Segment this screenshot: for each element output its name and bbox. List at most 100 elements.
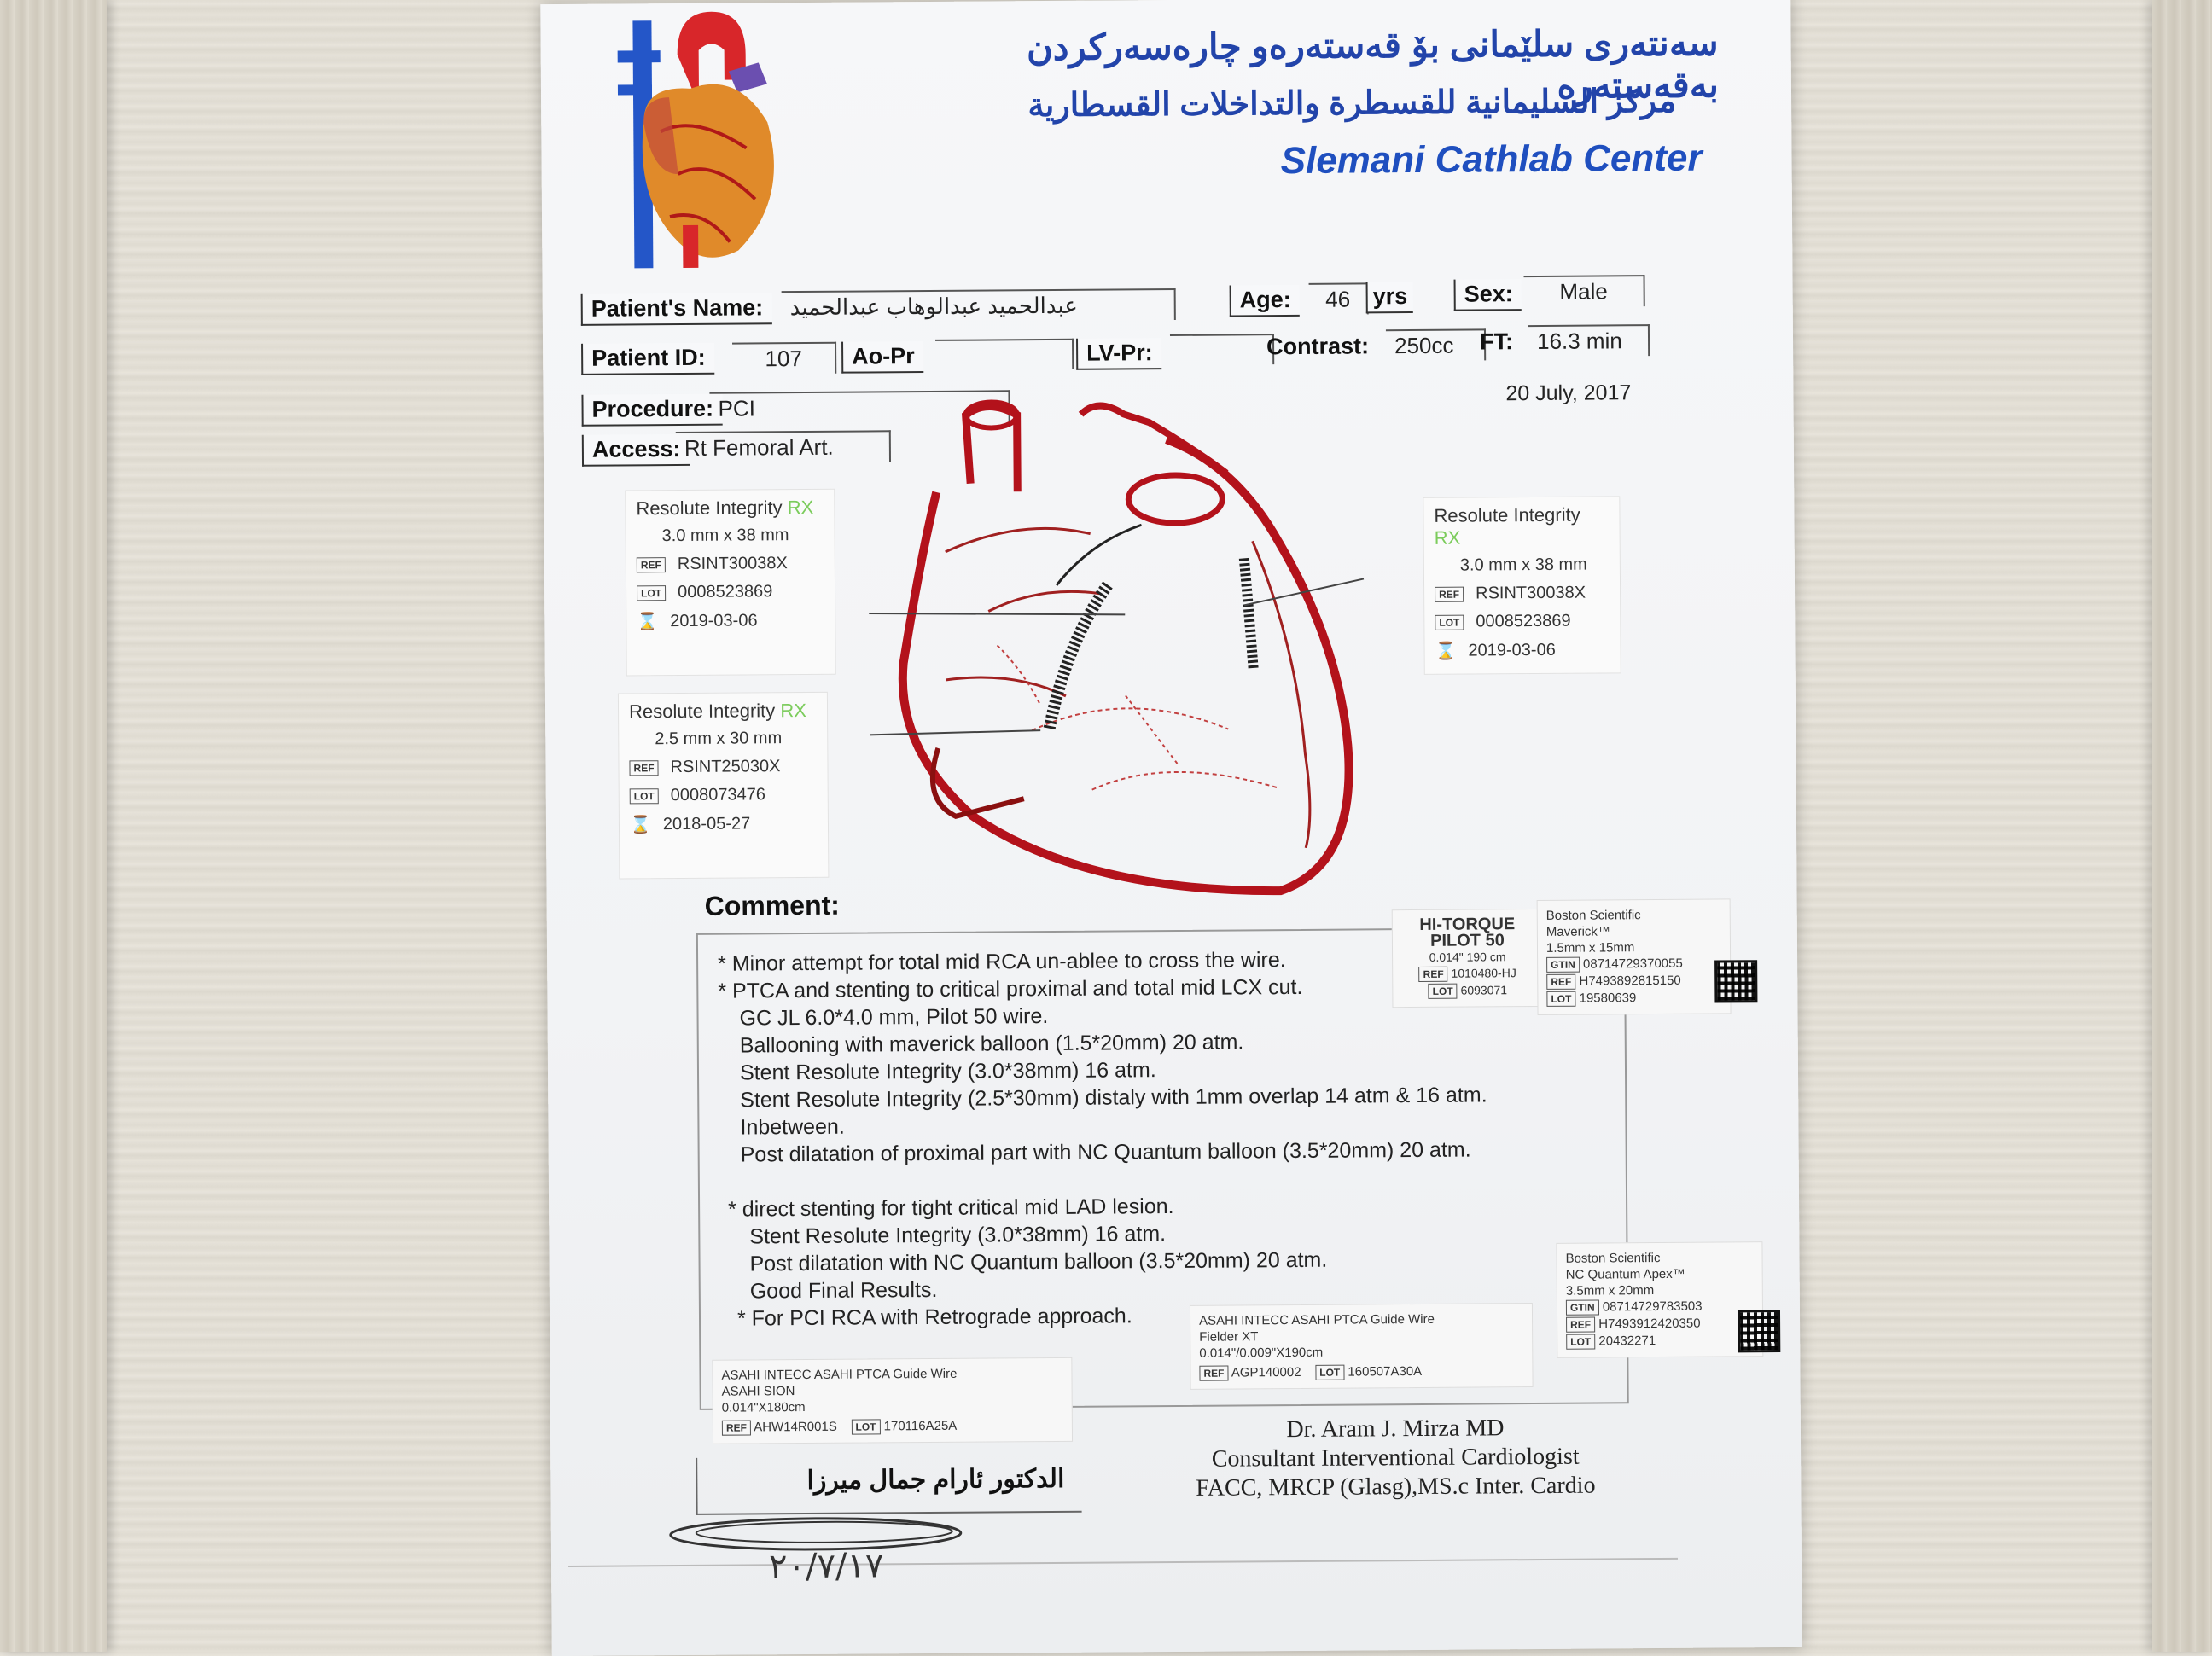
ref-tag: REF — [1435, 586, 1464, 602]
lot-tag: LOT — [851, 1419, 881, 1435]
doctor-name: Dr. Aram J. Mirza MD — [1286, 1415, 1505, 1444]
maverick-l2: Maverick™ — [1545, 924, 1610, 939]
gtin-tag: GTIN — [1546, 956, 1580, 973]
doctor-title: Consultant Interventional Cardiologist — [1211, 1443, 1580, 1473]
stent-sticker-2: Resolute Integrity RX 2.5 mm x 30 mm REF… — [617, 691, 830, 880]
quantum-l2: NC Quantum Apex™ — [1565, 1266, 1685, 1282]
lot-tag: LOT — [1546, 991, 1576, 1007]
hitorque-ref: 1010480-HJ — [1451, 966, 1516, 980]
sticker-rx: RX — [780, 699, 807, 722]
ao-pr-value — [935, 338, 1074, 370]
ref-tag: REF — [1566, 1316, 1596, 1333]
hourglass-icon: ⌛ — [629, 816, 651, 835]
maverick-lot: 19580639 — [1579, 991, 1637, 1006]
hourglass-icon: ⌛ — [637, 613, 659, 632]
contrast-label: Contrast: — [1266, 333, 1370, 360]
desk-edge-right — [2152, 0, 2212, 1652]
quantum-gtin: 08714729783503 — [1602, 1299, 1703, 1315]
qr-code-icon — [1714, 960, 1758, 1003]
ref-tag: REF — [1199, 1365, 1229, 1381]
maverick-l1: Boston Scientific — [1545, 908, 1641, 923]
sticker-lot: 0008523869 — [1476, 611, 1571, 631]
hitorque-label: HI-TORQUE PILOT 50 0.014" 190 cm REF 101… — [1391, 908, 1544, 1008]
sticker-size: 3.0 mm x 38 mm — [661, 526, 789, 546]
quantum-label: Boston Scientific NC Quantum Apex™ 3.5mm… — [1556, 1241, 1764, 1358]
hourglass-icon: ⌛ — [1435, 642, 1457, 661]
hitorque-l3: 0.014" 190 cm — [1429, 950, 1506, 964]
doctor-credentials: FACC, MRCP (Glasg),MS.c Inter. Cardio — [1196, 1472, 1596, 1502]
age-label: Age: — [1229, 284, 1300, 317]
handwritten-date: ٢٠/٧/١٧ — [768, 1546, 884, 1587]
sticker-brand: Resolute Integrity — [1434, 503, 1580, 526]
procedure-label: Procedure: — [581, 393, 723, 427]
quantum-l3: 3.5mm x 20mm — [1565, 1283, 1655, 1299]
handwritten-signature-icon — [669, 1517, 963, 1551]
header-arabic: مركز السليمانية للقسطرة والتداخلات القسط… — [1027, 83, 1677, 125]
sticker-exp: 2019-03-06 — [1468, 640, 1556, 660]
lot-tag: LOT — [1435, 614, 1464, 630]
lv-pr-label: LV-Pr: — [1076, 338, 1161, 370]
ref-tag: REF — [1546, 973, 1576, 990]
patient-name-value: عبدالحميد عبدالوهاب عبدالحميد — [781, 288, 1176, 323]
maverick-ref: H7493892815150 — [1579, 973, 1681, 989]
age-unit: yrs — [1365, 282, 1413, 314]
ref-tag: REF — [629, 759, 659, 776]
stent-sticker-1: Resolute Integrity RX 3.0 mm x 38 mm REF… — [625, 488, 836, 677]
report-sheet: سەنتەری سلێمانی بۆ قەستەرەو چارەسەرکردن … — [540, 0, 1802, 1656]
sticker-lot: 0008523869 — [677, 582, 773, 602]
comment-label: Comment: — [704, 889, 840, 921]
fielder-lot: 160507A30A — [1348, 1363, 1423, 1380]
sion-ref: AHW14R001S — [754, 1419, 837, 1435]
sticker-size: 3.0 mm x 38 mm — [1459, 555, 1587, 575]
patient-id-label: Patient ID: — [581, 342, 714, 375]
age-value: 46 — [1308, 282, 1369, 315]
ref-tag: REF — [636, 556, 666, 572]
gtin-tag: GTIN — [1565, 1299, 1599, 1316]
lot-tag: LOT — [1315, 1364, 1345, 1380]
qr-code-icon — [1737, 1310, 1781, 1353]
sticker-size: 2.5 mm x 30 mm — [655, 729, 783, 749]
sticker-rx: RX — [1434, 526, 1461, 549]
maverick-gtin: 08714729370055 — [1582, 956, 1683, 972]
ref-tag: REF — [1418, 966, 1448, 982]
sticker-lot: 0008073476 — [670, 785, 766, 805]
lv-pr-value — [1169, 334, 1275, 365]
sex-label: Sex: — [1453, 279, 1522, 311]
stent-sticker-3: Resolute Integrity RX 3.0 mm x 38 mm REF… — [1423, 496, 1621, 675]
hitorque-lot: 6093071 — [1460, 983, 1508, 997]
heart-logo-icon — [617, 11, 774, 269]
arabic-name-stamp: الدكتور ئارام جمال ميرزا — [696, 1455, 1082, 1515]
lot-tag: LOT — [637, 584, 667, 601]
coronary-heart-diagram — [867, 399, 1365, 896]
patient-name-label: Patient's Name: — [580, 293, 772, 326]
sion-lot: 170116A25A — [883, 1418, 958, 1434]
sticker-exp: 2019-03-06 — [670, 611, 758, 631]
ref-tag: REF — [721, 1420, 751, 1436]
sion-label: ASAHI INTECC ASAHI PTCA Guide Wire ASAHI… — [712, 1357, 1074, 1444]
quantum-l1: Boston Scientific — [1565, 1251, 1661, 1266]
ao-pr-label: Ao-Pr — [841, 341, 923, 374]
sion-l3: 0.014"X180cm — [721, 1400, 806, 1415]
access-value: Rt Femoral Art. — [675, 430, 892, 464]
quantum-lot: 20432271 — [1598, 1334, 1656, 1349]
sticker-brand: Resolute Integrity — [628, 700, 776, 723]
contrast-value: 250cc — [1385, 328, 1487, 362]
ft-value: 16.3 min — [1528, 324, 1650, 357]
fielder-l3: 0.014"/0.009"X190cm — [1199, 1345, 1324, 1361]
sticker-ref: RSINT30038X — [677, 554, 788, 574]
header-english: Slemani Cathlab Center — [1280, 137, 1703, 183]
patient-id-value: 107 — [732, 341, 837, 375]
sticker-brand: Resolute Integrity — [636, 497, 783, 520]
procedure-date: 20 July, 2017 — [1505, 381, 1632, 406]
lot-tag: LOT — [629, 787, 659, 804]
lot-tag: LOT — [1428, 983, 1458, 999]
sticker-ref: RSINT30038X — [1476, 583, 1586, 603]
sticker-exp: 2018-05-27 — [662, 814, 751, 834]
sticker-ref: RSINT25030X — [670, 757, 781, 777]
fielder-label: ASAHI INTECC ASAHI PTCA Guide Wire Field… — [1189, 1303, 1534, 1390]
fielder-ref: AGP140002 — [1231, 1364, 1301, 1380]
hitorque-l2: PILOT 50 — [1430, 931, 1505, 950]
ft-label: FT: — [1479, 328, 1514, 355]
access-label: Access: — [581, 433, 690, 467]
maverick-l3: 1.5mm x 15mm — [1545, 940, 1635, 956]
